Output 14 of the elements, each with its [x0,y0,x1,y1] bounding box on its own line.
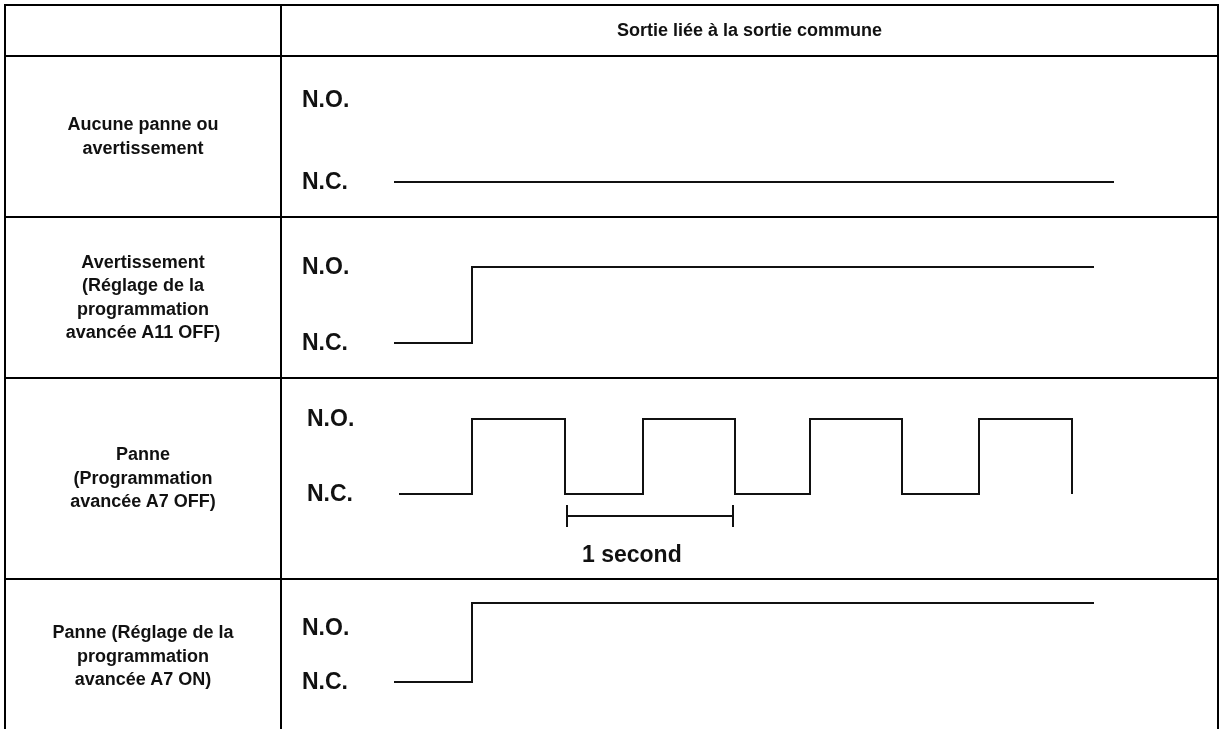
column-header: Sortie liée à la sortie commune [615,18,884,42]
row-header: Panne (Réglage de la programmation avancée A7 ON) [51,621,235,692]
row-header: Avertissement (Réglage de la programmation avancée A11 OFF) [64,250,222,344]
signal-level-label: N.O. [302,86,350,113]
dimension-label: 1 second [582,541,682,568]
signal-level-label: N.C. [302,329,348,356]
signal-level-label: N.C. [302,168,348,195]
signal-level-label: N.O. [302,253,350,280]
signal-level-label: N.O. [307,405,355,432]
signal-level-label: N.C. [307,480,353,507]
signal-level-label: N.C. [302,668,348,695]
row-header: Panne (Programmation avancée A7 OFF) [69,443,217,514]
signal-level-label: N.O. [302,614,350,641]
row-header: Aucune panne ou avertissement [66,113,220,160]
